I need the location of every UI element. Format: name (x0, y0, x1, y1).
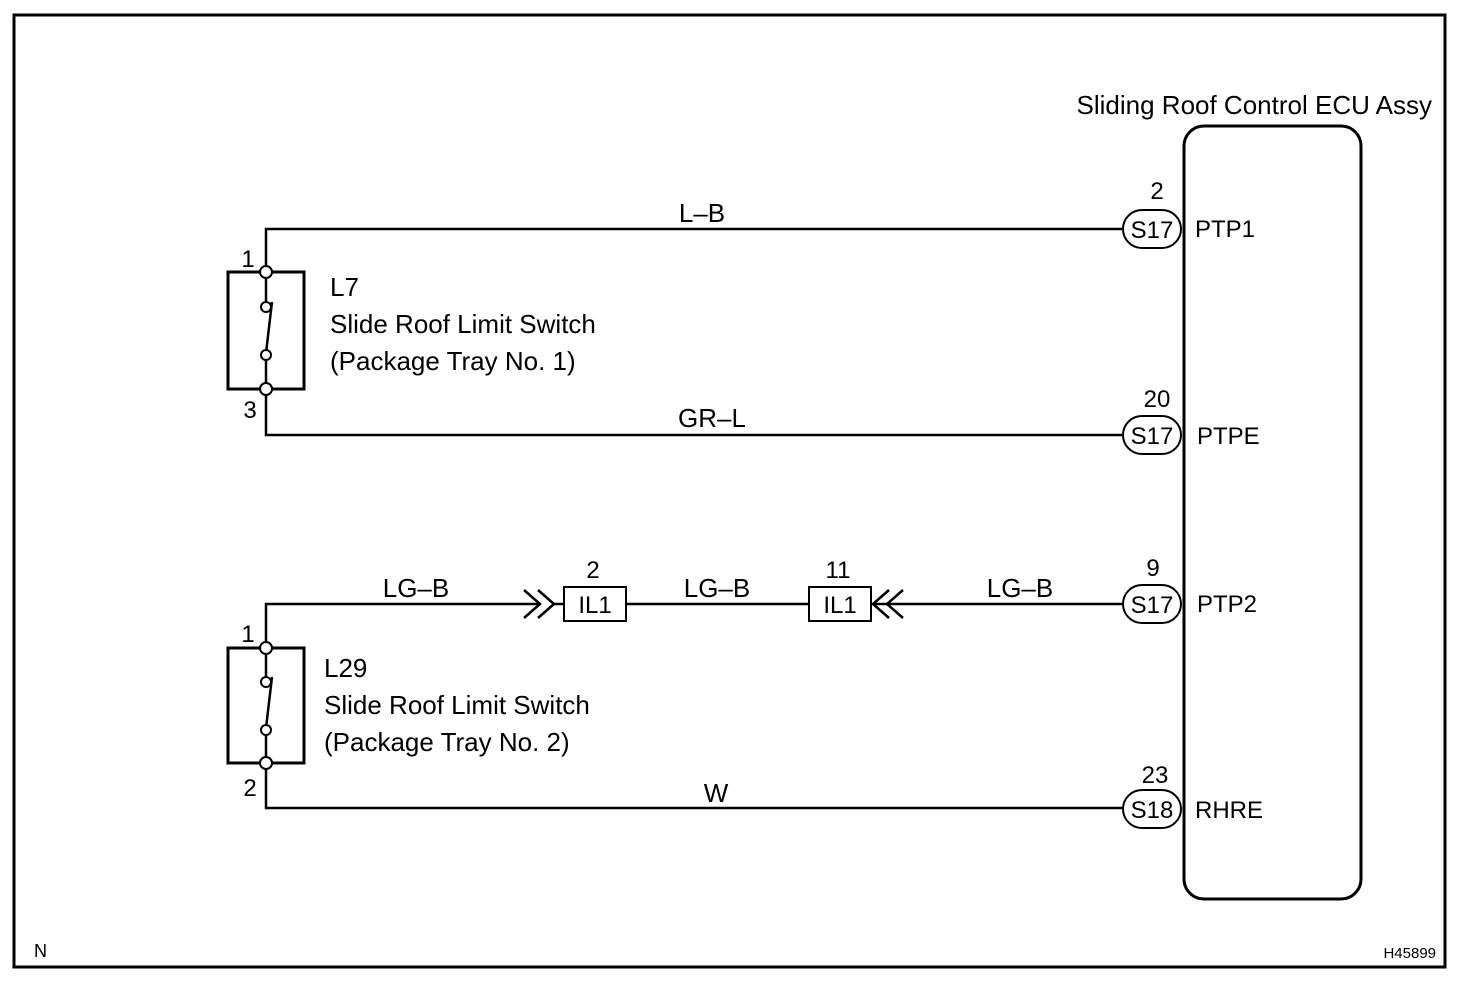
pin-23-rhre: 23 (1142, 762, 1169, 789)
wire-ptp1: L–B S17 2 PTP1 (264, 178, 1255, 266)
switch-l7-location: (Package Tray No. 1) (330, 346, 576, 376)
wire-ptp2: LG–B IL1 2 LG–B IL1 11 LG–B S17 9 PTP2 (264, 555, 1257, 642)
wire-rhre-color: W (704, 778, 729, 808)
ecu-title: Sliding Roof Control ECU Assy (1077, 90, 1432, 120)
junction-il1-pin11-number: 11 (826, 557, 851, 584)
switch-l7-contact (264, 301, 274, 354)
wire-ptpe: GR–L S17 20 PTPE (264, 386, 1260, 455)
switch-l29-name: Slide Roof Limit Switch (324, 690, 590, 720)
switch-l7-terminal-top (259, 265, 273, 279)
footer-right: H45899 (1383, 945, 1436, 962)
junction-il1-pin2 (563, 586, 627, 622)
switch-l7-pin-bottom: 3 (243, 397, 256, 424)
switch-l29-contact (264, 676, 274, 729)
junction-il1-pin11-label: IL1 (823, 592, 856, 619)
switch-l29-terminal-bottom (259, 756, 273, 770)
switch-l7-terminal-bottom (259, 382, 273, 396)
switch-l7-pin-top: 1 (241, 246, 254, 273)
switch-l29-terminal-top (259, 641, 273, 655)
switch-l29-pin-top: 1 (241, 621, 254, 648)
junction-il1-pin11 (808, 586, 872, 622)
switch-l29-pin-bottom: 2 (243, 775, 256, 802)
pin-20-ptpe: 20 (1144, 386, 1171, 413)
connector-s17-ptp2-label: S17 (1131, 592, 1174, 619)
switch-l7-name: Slide Roof Limit Switch (330, 309, 596, 339)
ecu-box (1182, 124, 1363, 901)
junction-il1-pin2-number: 2 (586, 557, 599, 584)
connector-s18-rhre (1122, 789, 1182, 829)
switch-l29-location: (Package Tray No. 2) (324, 727, 570, 757)
connector-s17-ptpe (1122, 415, 1182, 455)
connector-s17-ptp2 (1122, 584, 1182, 624)
terminal-ptpe: PTPE (1197, 423, 1260, 450)
wire-ptp2-segment-1-color: LG–B (383, 573, 450, 603)
footer-left: N (34, 941, 47, 961)
pin-9-ptp2: 9 (1146, 555, 1159, 582)
wire-ptp1-color: L–B (679, 198, 725, 228)
wire-ptp2-segment-2-color: LG–B (684, 573, 751, 603)
junction-il1-pin2-label: IL1 (578, 592, 611, 619)
diagram-frame (12, 13, 1447, 969)
switch-l7: 1 3 L7 Slide Roof Limit Switch (Package … (226, 246, 596, 424)
terminal-ptp2: PTP2 (1197, 591, 1257, 618)
connector-s17-ptpe-label: S17 (1131, 423, 1174, 450)
wire-ptp2-segment-3-color: LG–B (987, 573, 1054, 603)
terminal-ptp1: PTP1 (1195, 216, 1255, 243)
switch-l29: 1 2 L29 Slide Roof Limit Switch (Package… (226, 621, 590, 802)
terminal-rhre: RHRE (1195, 797, 1263, 824)
wire-rhre: W S18 23 RHRE (264, 762, 1263, 829)
switch-l7-code: L7 (330, 272, 359, 302)
connector-s17-ptp1-label: S17 (1131, 217, 1174, 244)
wire-ptpe-color: GR–L (678, 403, 746, 433)
pin-2-ptp1: 2 (1150, 178, 1163, 205)
connector-s17-ptp1 (1122, 209, 1182, 249)
connector-s18-rhre-label: S18 (1131, 797, 1174, 824)
switch-l29-code: L29 (324, 653, 367, 683)
